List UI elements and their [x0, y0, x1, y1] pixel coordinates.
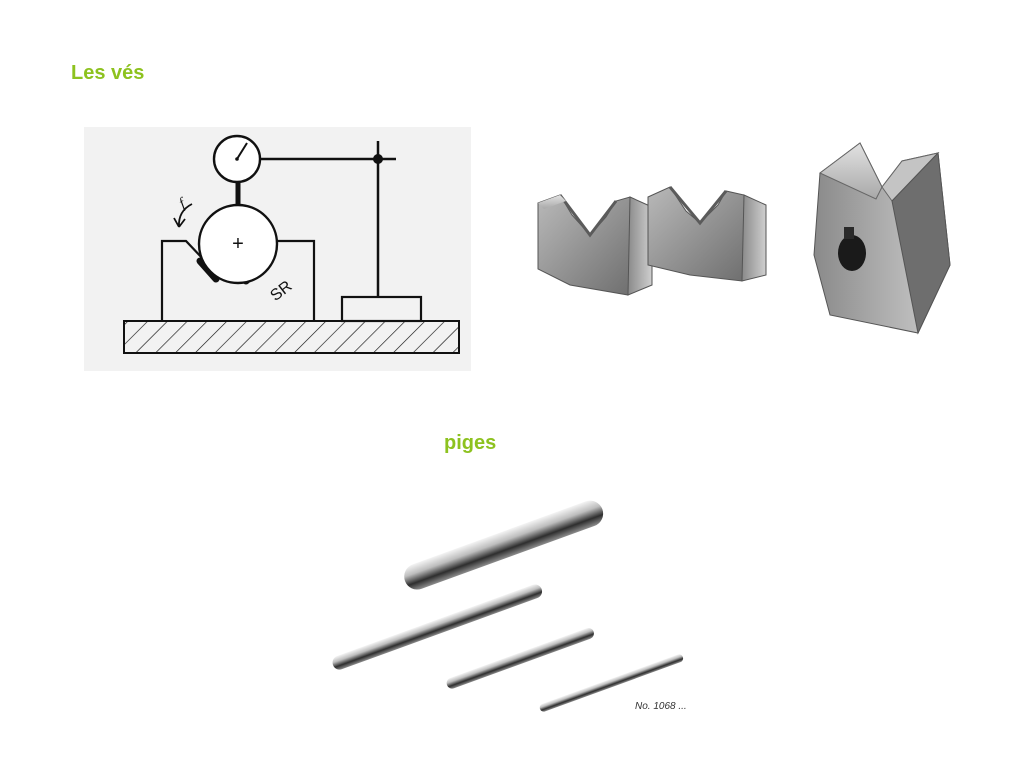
gauge-pin-medium [332, 584, 543, 670]
gauge-pin-large [404, 500, 604, 590]
surface-plate [123, 320, 460, 354]
vblock-photos [537, 142, 951, 335]
feed-arrow-icon [173, 203, 193, 228]
pins-catalog-number: No. 1068 ... [635, 701, 687, 712]
stand-base [340, 295, 423, 323]
vblock-measurement-diagram: + SR f [84, 127, 471, 371]
dial-indicator-icon [212, 134, 262, 184]
section-title-ves: Les vés [71, 62, 145, 84]
gauge-pin-thin [539, 654, 684, 712]
gauge-pins-photo [332, 500, 684, 712]
v-block-pair-image [537, 186, 767, 296]
section-title-piges: piges [444, 432, 497, 454]
magnetic-v-block-image [813, 142, 951, 335]
gauge-pin-small [446, 628, 594, 689]
stand-clamp [373, 154, 383, 164]
cylinder-center-mark: + [232, 233, 244, 255]
measured-cylinder [197, 203, 279, 285]
